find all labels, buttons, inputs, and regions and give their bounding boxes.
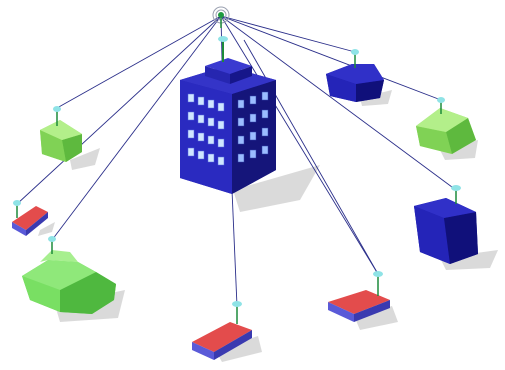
link-green-house-right [220, 15, 442, 101]
red-row-house-bottom [192, 301, 252, 360]
antenna-hub-icon [212, 6, 230, 28]
link-tower-to-bottom-house [231, 189, 238, 307]
red-row-house-left [12, 200, 48, 236]
green-complex-bottom-left [22, 236, 116, 314]
link-green-house-left [56, 15, 222, 109]
green-house-right [416, 97, 476, 154]
red-row-house-bottom-right [328, 271, 390, 322]
link-blue-house-top-right [220, 15, 356, 53]
green-house-left [40, 106, 82, 162]
tower-center-building [180, 36, 276, 194]
link-green-complex [51, 15, 222, 241]
links [16, 15, 457, 307]
link-red-row-house-bottom-right [220, 15, 379, 275]
blue-house-top-right [326, 49, 384, 102]
link-blue-block-right [220, 15, 457, 191]
link-red-row-house-left [16, 15, 222, 205]
blue-block-right [414, 185, 478, 264]
